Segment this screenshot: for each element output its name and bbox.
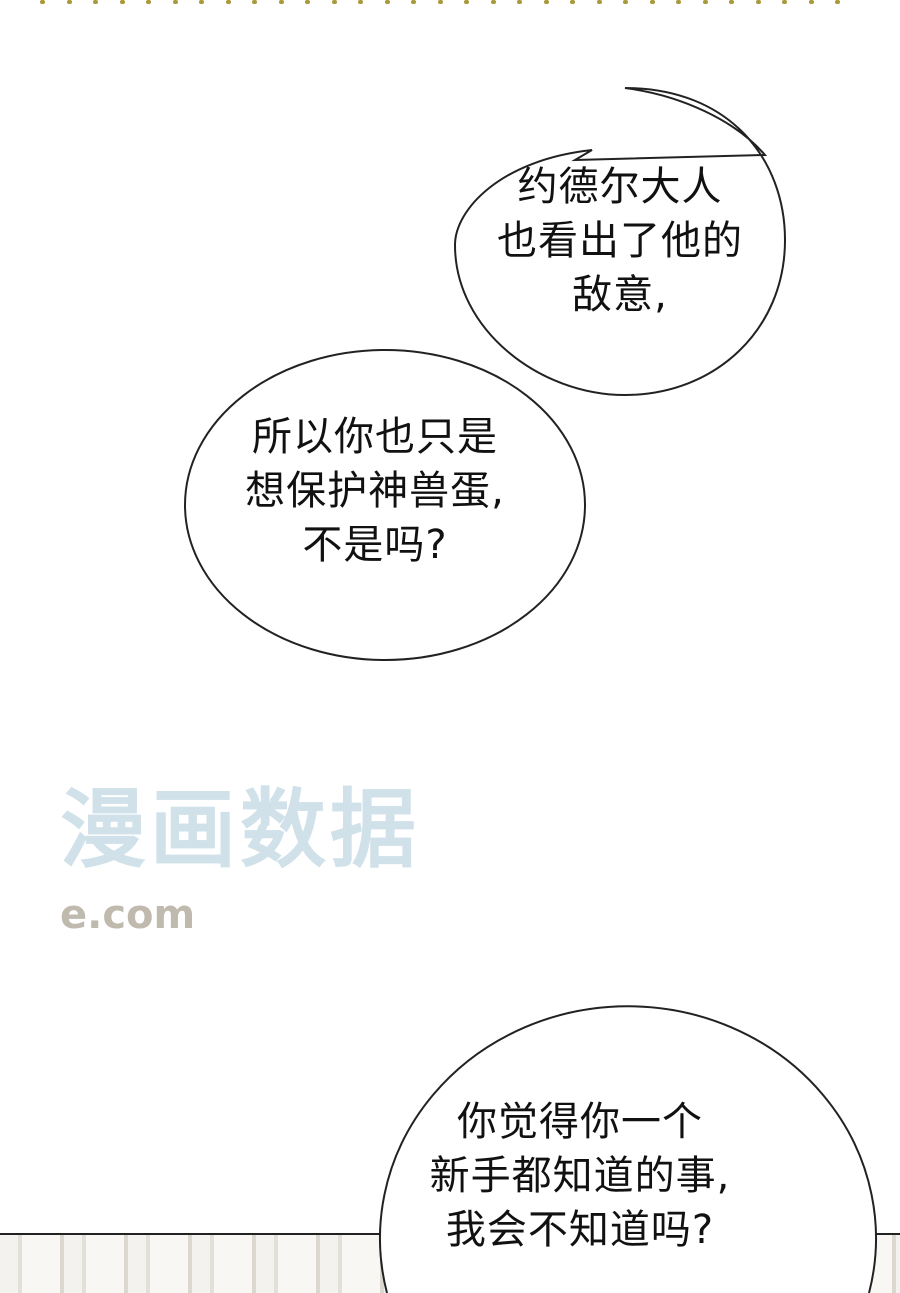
bubble-line: 敌意, — [572, 272, 668, 318]
speech-bubble-3 — [379, 1005, 877, 1293]
speech-bubble-1-text: 约德尔大人 也看出了他的 敌意, — [460, 160, 780, 322]
speech-bubble-1 — [453, 87, 787, 397]
border-dot — [729, 0, 734, 4]
border-dot — [437, 0, 443, 4]
watermark-domain: e.com — [60, 892, 196, 938]
border-dot — [464, 0, 469, 4]
speech-bubble-3-text: 你觉得你一个 新手都知道的事, 我会不知道吗? — [390, 1095, 770, 1257]
border-dot — [199, 0, 204, 4]
bubble-line: 想保护神兽蛋, — [245, 468, 505, 514]
border-dot — [808, 0, 814, 4]
border-dot — [490, 0, 496, 4]
bubble-line: 我会不知道吗? — [445, 1207, 715, 1253]
border-dot — [305, 0, 310, 4]
border-dot — [252, 0, 257, 4]
border-dot — [676, 0, 681, 4]
speech-bubble-2-text: 所以你也只是 想保护神兽蛋, 不是吗? — [205, 410, 545, 572]
bubble-line: 新手都知道的事, — [429, 1153, 731, 1199]
border-dot — [517, 0, 522, 4]
bubble-line: 所以你也只是 — [252, 414, 498, 460]
border-dot — [66, 0, 72, 4]
border-dot — [358, 0, 363, 4]
border-dot — [146, 0, 151, 4]
bubble-line: 也看出了他的 — [497, 218, 743, 264]
border-dot — [93, 0, 98, 4]
bubble-line: 你觉得你一个 — [457, 1099, 703, 1145]
border-dot — [835, 0, 840, 4]
border-dot — [596, 0, 602, 4]
border-dot — [570, 0, 575, 4]
watermark: 漫画数据 — [60, 780, 420, 880]
border-dot — [278, 0, 284, 4]
border-dot — [331, 0, 337, 4]
border-dot — [40, 0, 45, 4]
border-dot — [702, 0, 708, 4]
panel-border-dots — [40, 0, 840, 4]
border-dot — [623, 0, 628, 4]
border-dot — [543, 0, 549, 4]
bubble-line: 约德尔大人 — [517, 164, 723, 210]
border-dot — [755, 0, 761, 4]
border-dot — [782, 0, 787, 4]
border-dot — [119, 0, 125, 4]
border-dot — [225, 0, 231, 4]
border-dot — [649, 0, 655, 4]
bubble-line: 不是吗? — [302, 522, 448, 568]
border-dot — [172, 0, 178, 4]
border-dot — [411, 0, 416, 4]
speech-bubble-2 — [184, 349, 586, 661]
border-dot — [384, 0, 390, 4]
